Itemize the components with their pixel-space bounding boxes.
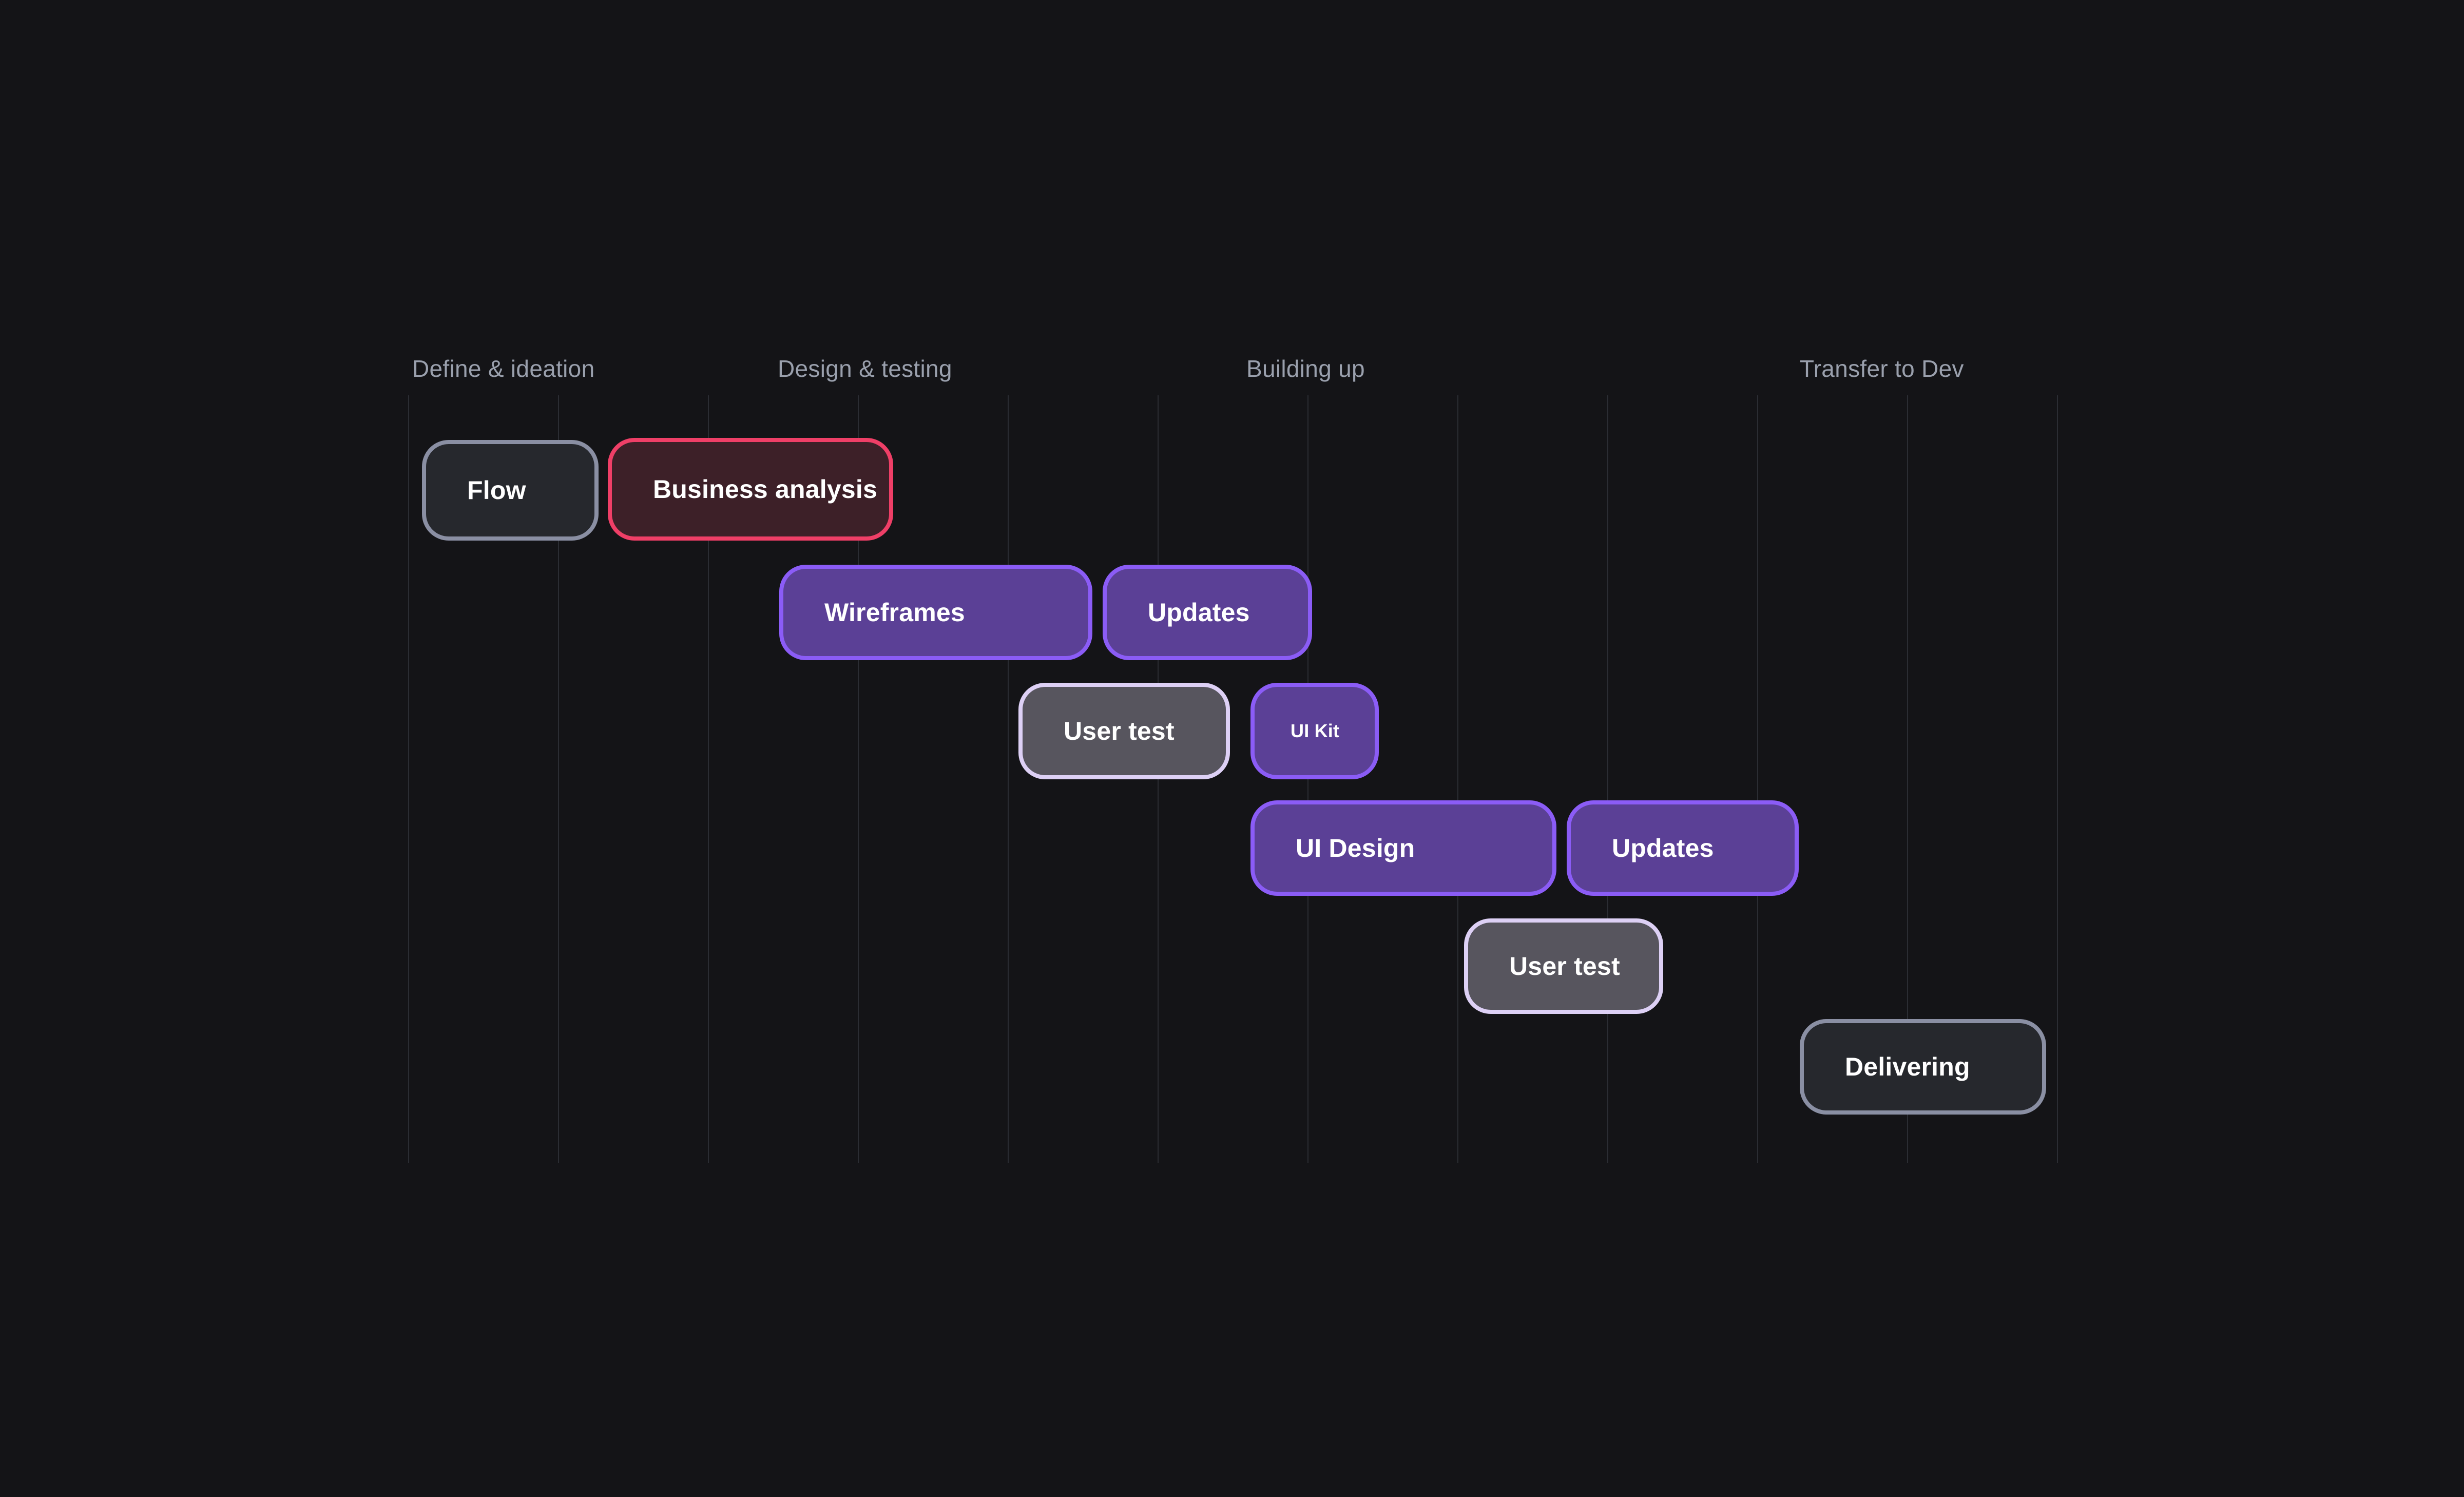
task-card-user-test[interactable]: User test <box>1464 918 1663 1014</box>
timeline-gridline <box>558 395 559 1163</box>
timeline-gridline <box>1457 395 1458 1163</box>
timeline-gridline <box>1907 395 1908 1163</box>
phase-label-transfer-to-dev: Transfer to Dev <box>1800 355 1964 382</box>
task-card-user-test[interactable]: User test <box>1018 683 1230 779</box>
task-card-flow[interactable]: Flow <box>422 440 599 541</box>
task-card-updates[interactable]: Updates <box>1567 800 1799 896</box>
timeline-gridline <box>1607 395 1608 1163</box>
timeline-gridline <box>2057 395 2058 1163</box>
task-card-ui-design[interactable]: UI Design <box>1250 800 1556 896</box>
timeline-gridline <box>858 395 859 1163</box>
phase-label-building-up: Building up <box>1246 355 1365 382</box>
phase-label-define-ideation: Define & ideation <box>412 355 595 382</box>
task-card-updates[interactable]: Updates <box>1103 565 1312 660</box>
task-card-delivering[interactable]: Delivering <box>1800 1019 2046 1115</box>
phase-label-design-testing: Design & testing <box>778 355 952 382</box>
task-card-wireframes[interactable]: Wireframes <box>779 565 1092 660</box>
timeline-gridline <box>1757 395 1758 1163</box>
task-card-ui-kit[interactable]: UI Kit <box>1250 683 1379 779</box>
task-card-business-analysis[interactable]: Business analysis <box>608 438 893 541</box>
timeline-gridline <box>708 395 709 1163</box>
timeline-gridline <box>408 395 409 1163</box>
timeline-gridline <box>1008 395 1009 1163</box>
